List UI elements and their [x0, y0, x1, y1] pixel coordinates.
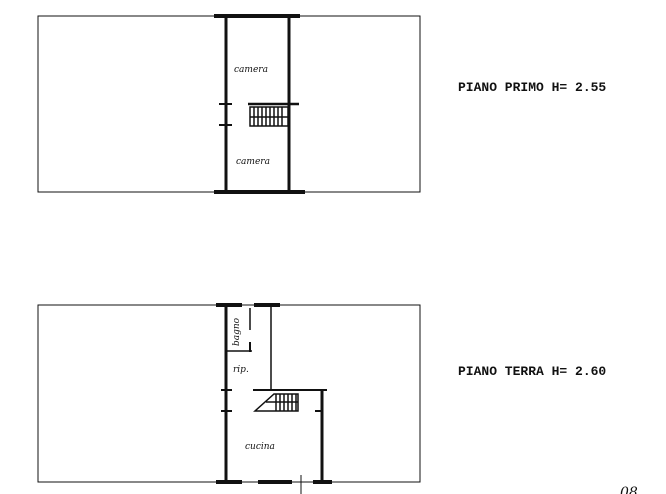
stair-icon: [249, 106, 289, 127]
room-label: cucina: [245, 442, 275, 452]
room-label: bagno: [232, 317, 242, 346]
plan-piano-primo: [37, 14, 421, 194]
plan-piano-terra: [37, 303, 421, 494]
room-label: camera: [236, 157, 270, 167]
room-label: camera: [234, 65, 268, 75]
lot-outline: [37, 304, 421, 483]
page-number: 08: [620, 485, 638, 494]
stair-icon: [253, 393, 299, 412]
floor-title: PIANO TERRA H= 2.60: [458, 364, 606, 379]
room-label: rip.: [233, 365, 249, 375]
floor-title: PIANO PRIMO H= 2.55: [458, 80, 606, 95]
